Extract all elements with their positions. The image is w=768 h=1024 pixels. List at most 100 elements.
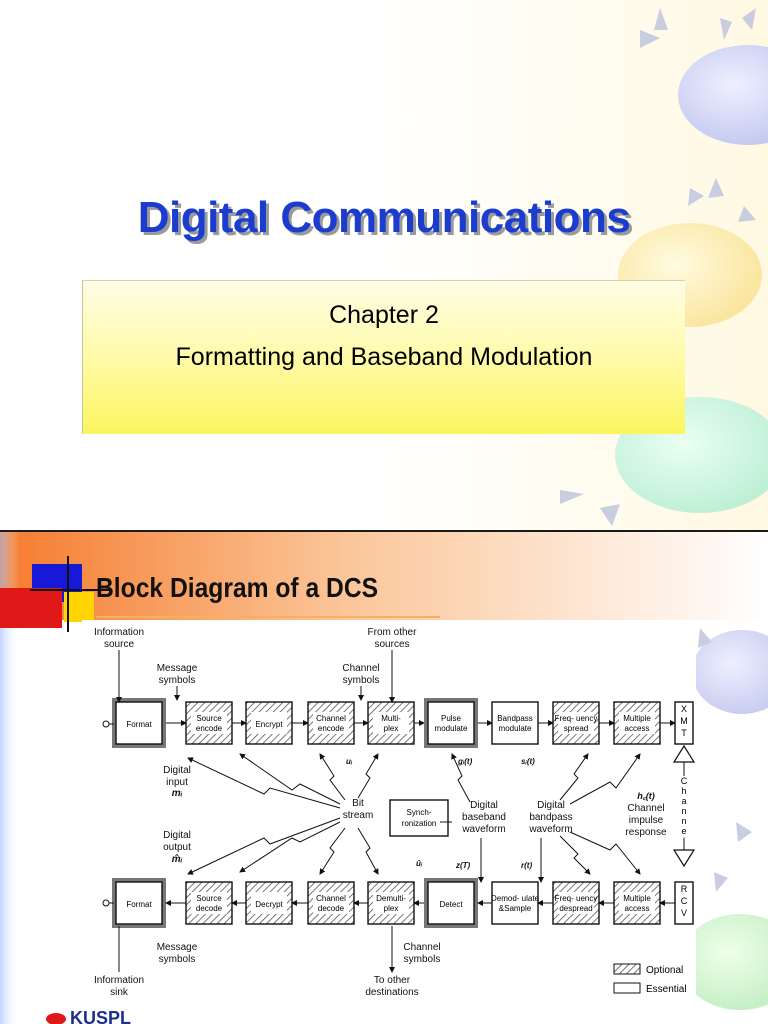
slide-title: Digital Communications [137,193,631,242]
tx-block-text-4-1: plex [384,724,399,733]
legend-essential-label: Essential [646,984,687,995]
tx-block-text-1-1: encode [196,724,223,733]
kuspl-logo: KUSPL [46,1008,131,1024]
tx-block-text-8-0: Multiple [623,714,651,723]
rx-block-text-4-0: Demulti- [376,894,406,903]
rx-block-label-bg-3 [313,892,349,914]
chan-impulse-1: Channel [627,803,664,814]
legend-essential-swatch [613,982,641,994]
channel-letter-5: e [681,826,686,836]
diagram-title: Block Diagram of a DCS [96,572,379,603]
rcv-v-letter: V [681,908,687,918]
rx-block-text-1-0: Source [196,894,222,903]
info-source-label-1: Information [94,627,144,638]
channel-letter-0: C [681,776,688,786]
from-other-label-1: From other [368,627,418,638]
tx-block-text-6-0: Bandpass [497,714,533,723]
tx-block-label-bg-3 [313,712,349,734]
rx-block-label-bg-0 [121,892,157,914]
chan-symbols-tx-2: symbols [343,675,380,686]
rx-block-label-bg-4 [373,892,409,914]
rx-block-label-bg-5 [433,892,469,914]
logo-text: KUSPL [70,1008,132,1024]
channel-letter-1: h [681,786,686,796]
digital-input-2: input [166,777,188,788]
chan-symbols-rx-1: Channel [403,942,440,953]
legend-optional-swatch [613,963,641,975]
rx-block-text-2-0: Decrypt [255,900,283,909]
channel-letter-4: n [681,816,686,826]
r-t-label: r(t) [521,861,532,870]
msg-symbols-rx-2: symbols [159,954,196,965]
digital-output-2: output [163,842,191,853]
info-sink-2: sink [110,987,129,998]
sync-label-2: ronization [402,819,437,828]
rx-block-text-4-1: plex [384,904,399,913]
channel-letter-3: n [681,806,686,816]
digital-output-1: Digital [163,830,191,841]
to-other-2: destinations [365,987,418,998]
rx-block-text-5-0: Detect [439,900,463,909]
chan-impulse-2: impulse [629,815,664,826]
u-i-label: uᵢ [346,757,353,766]
tx-block-text-6-1: modulate [499,724,532,733]
bit-stream-1: Bit [352,798,364,809]
rx-block-label-bg-6 [497,892,533,914]
tx-block-text-5-0: Pulse [441,714,462,723]
rx-block-text-3-1: decode [318,904,345,913]
chan-impulse-3: response [625,827,667,838]
tx-block-text-8-1: access [625,724,650,733]
tx-block-label-bg-6 [497,712,533,734]
rx-block-text-7-0: Freq- uency [555,894,598,903]
tx-block-label-bg-1 [191,712,227,734]
xmt-box [674,701,694,745]
chapter-label: Chapter 2 [329,301,439,329]
rx-block-text-6-1: &Sample [499,904,532,913]
tx-block-text-4-0: Multi- [381,714,401,723]
rx-block-text-1-1: decode [196,904,223,913]
msg-symbols-tx-2: symbols [159,675,196,686]
xmt-m-letter: M [680,716,688,726]
from-other-label-2: sources [374,639,409,650]
u-hat-label: ûᵢ [416,859,423,868]
red-square [0,588,62,628]
tx-block-label-bg-7 [558,712,594,734]
digital-input-1: Digital [163,765,191,776]
rx-block-label-bg-2 [251,892,287,914]
sync-label-1: Synch- [407,808,432,817]
msg-symbols-tx-1: Message [157,663,198,674]
balloon-decoration [380,0,768,530]
tx-block-text-5-1: modulate [435,724,468,733]
m-i-label: mᵢ [172,788,183,799]
tx-block-text-2-0: Encrypt [255,720,283,729]
tx-block-label-bg-8 [619,712,655,734]
rx-block-text-8-1: access [625,904,650,913]
rx-block-text-3-0: Channel [316,894,346,903]
bb-waveform-3: waveform [461,824,505,835]
tx-block-text-3-0: Channel [316,714,346,723]
title-slide: Digital Communications Chapter 2 Formatt… [0,0,768,532]
chapter-title: Formatting and Baseband Modulation [175,343,593,371]
bb-waveform-2: baseband [462,812,506,823]
diagram-slide: Block Diagram of a DCS Format Source encod… [0,532,768,1024]
rcv-box [674,881,694,925]
rx-block-text-8-0: Multiple [623,894,651,903]
channel-letter-2: a [681,796,686,806]
bit-stream-2: stream [343,810,374,821]
rx-block-text-0-0: Format [126,900,152,909]
rx-block-text-7-1: despread [559,904,592,913]
xmt-t-letter: T [681,728,687,738]
info-source-label-2: source [104,639,134,650]
z-t-label: z(T) [455,861,471,870]
tx-block-text-7-0: Freq- uency [555,714,598,723]
subtitle-box: Chapter 2 Formatting and Baseband Modula… [82,280,685,434]
info-sink-1: Information [94,975,144,986]
hc-label: h꜀(t) [637,791,655,801]
logo-mark-icon [46,1013,66,1024]
rx-block-text-6-0: Demod- ulate [491,894,540,903]
g-i-label: gᵢ(t) [457,757,473,766]
to-other-1: To other [374,975,411,986]
rx-block-label-bg-8 [619,892,655,914]
